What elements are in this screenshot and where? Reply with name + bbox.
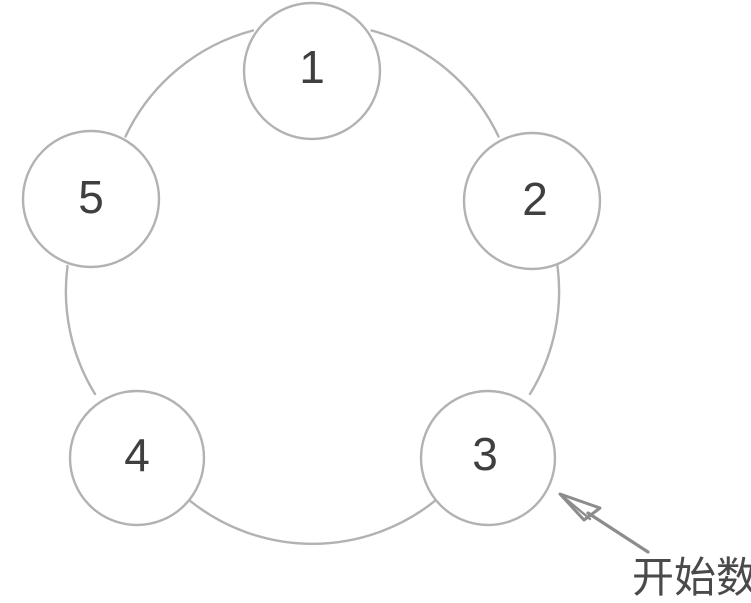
node-4-circle[interactable] (68, 389, 206, 527)
node-2[interactable]: 2 (462, 131, 602, 271)
node-1-label: 1 (299, 41, 325, 93)
node-1[interactable]: 1 (242, 1, 382, 141)
edge-5-1 (124, 29, 255, 138)
edge-3-4 (187, 498, 438, 545)
node-4[interactable]: 4 (68, 389, 206, 527)
node-2-label: 2 (522, 173, 548, 225)
node-3-circle[interactable] (419, 389, 557, 527)
edge-2-3 (528, 264, 561, 396)
node-5-label: 5 (78, 171, 104, 223)
node-3[interactable]: 3 (419, 389, 557, 527)
annotation-arrow (558, 492, 650, 554)
arrow-head-spine (558, 492, 592, 521)
annotation-text: 开始数 (632, 553, 751, 602)
arrow-shaft (586, 511, 650, 554)
node-3-label: 3 (472, 428, 498, 480)
node-5[interactable]: 5 (21, 129, 161, 269)
arrow-head-icon (558, 492, 602, 522)
node-1-circle[interactable] (242, 1, 382, 141)
edge-1-2 (370, 29, 500, 138)
node-group: 1 2 3 4 5 (21, 1, 602, 527)
edge-group (64, 29, 561, 545)
node-4-label: 4 (124, 429, 150, 481)
node-5-circle[interactable] (21, 129, 161, 269)
edge-4-5 (64, 264, 97, 396)
node-2-circle[interactable] (462, 131, 602, 271)
